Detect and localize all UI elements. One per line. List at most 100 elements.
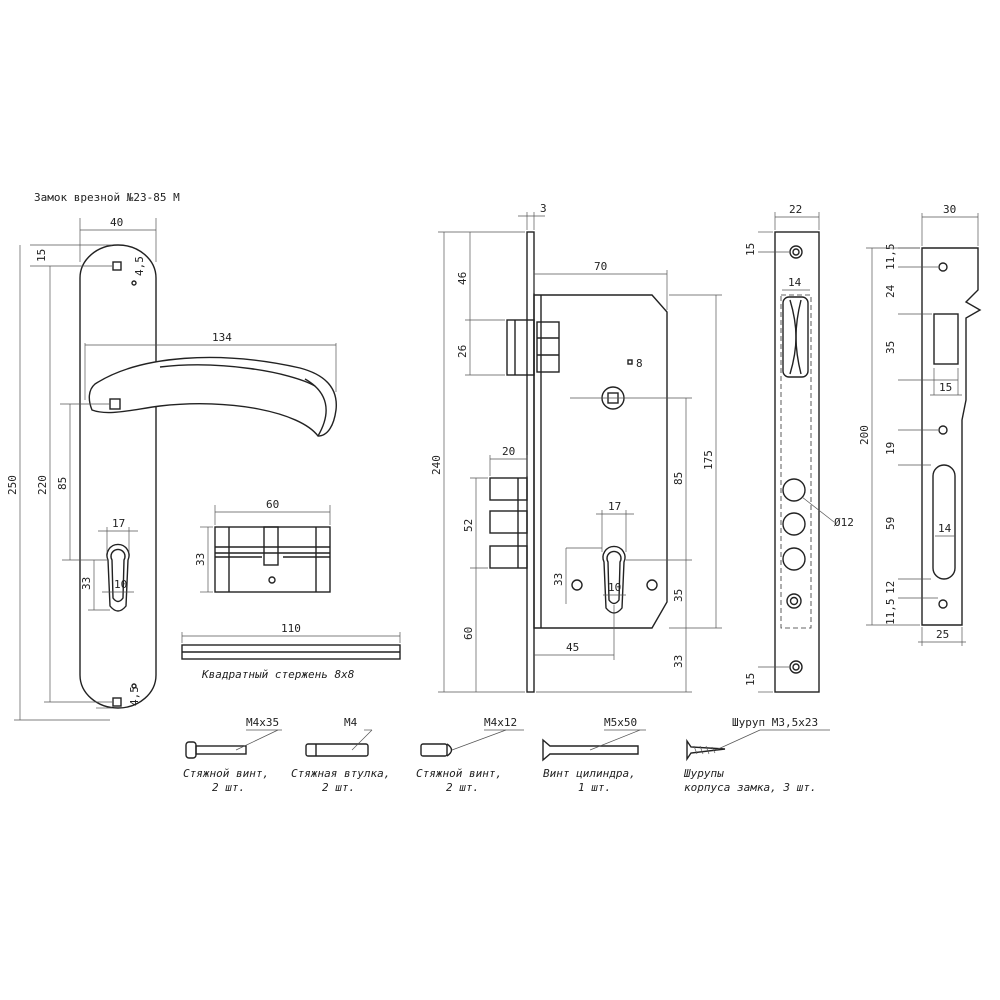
lock-dim-faceplate-thickness: 3 <box>540 202 547 215</box>
handle-dim-spindle-to-cylinder: 85 <box>56 477 69 490</box>
faceplate-inner-dashed <box>780 294 812 629</box>
hardware-item-sleeve-m4: М4 Стяжная втулка, 2 шт. <box>291 716 390 794</box>
faceplate-dim-inner-width: 14 <box>788 276 802 289</box>
strike-bolt-slot <box>932 464 956 580</box>
lock-dim-cylinder-to-bottom: 35 <box>672 589 685 602</box>
lock-dim-top-to-latch: 46 <box>456 272 469 285</box>
cylinder-screw-hole <box>268 576 276 584</box>
hardware-caption: Шурупы <box>683 767 724 780</box>
faceplate-bolt-hole-2 <box>782 512 806 536</box>
lock-dim-body-height: 175 <box>702 450 715 470</box>
handle-dim-square-top: 4,5 <box>133 256 146 276</box>
handle-dim-top-offset: 15 <box>35 249 48 262</box>
lock-dim-keyhole-offset: 33 <box>552 573 565 586</box>
hardware-count: корпуса замка, 3 шт. <box>684 781 816 794</box>
hardware-spec: М5х50 <box>604 716 637 729</box>
faceplate-dim-hole-diameter: Ø12 <box>834 516 854 529</box>
handle-backplate <box>79 244 157 709</box>
faceplate-dim-width: 22 <box>789 203 802 216</box>
hardware-spec: М4 <box>344 716 358 729</box>
faceplate-front-view: 22 15 14 Ø12 15 <box>744 203 854 693</box>
faceplate-dim-bottom-hole: 15 <box>744 673 757 686</box>
mortise-lock-body-view: 3 240 46 26 70 8 20 52 60 175 85 <box>430 202 722 693</box>
handle-top-screw-dot <box>131 280 137 286</box>
faceplate-top-screw <box>789 245 803 259</box>
strike-dim-slot-to-hole: 12 <box>884 581 897 594</box>
handle-top-screw-square <box>112 261 122 271</box>
lock-keyhole <box>602 545 626 614</box>
key-cylinder-view: 60 33 <box>194 498 331 593</box>
lock-dim-square-hole: 8 <box>636 357 643 370</box>
lock-dim-latch-height: 26 <box>456 345 469 358</box>
faceplate-latch-opening <box>782 296 809 378</box>
strike-latch-window <box>933 313 959 365</box>
handle-keyhole <box>106 543 130 612</box>
lock-dim-spindle-to-cylinder: 85 <box>672 472 685 485</box>
hardware-count: 2 шт. <box>446 781 479 794</box>
handle-dim-screw-spacing: 220 <box>36 475 49 495</box>
handle-bottom-screw-square <box>112 697 122 707</box>
lock-deadbolt-3 <box>489 545 528 569</box>
lock-dim-backset: 45 <box>566 641 579 654</box>
strike-dim-bottom-hole: 11,5 <box>884 599 897 626</box>
lock-faceplate <box>526 231 535 693</box>
handle-dim-square-bottom: 4,5 <box>128 686 141 706</box>
hardware-list: М4х35 Стяжной винт, 2 шт. М4 Стяжная вту… <box>183 716 830 794</box>
hardware-count: 2 шт. <box>322 781 355 794</box>
lock-dim-keyhole-slot: 10 <box>608 581 621 594</box>
lock-latch-bolt <box>506 319 535 376</box>
hardware-count: 2 шт. <box>212 781 245 794</box>
hardware-caption: Стяжной винт, <box>416 767 502 780</box>
handle-lever <box>88 356 337 437</box>
strike-dim-total-height: 200 <box>858 425 871 445</box>
lock-screw-hole-left <box>571 579 583 591</box>
hardware-spec: М4х12 <box>484 716 517 729</box>
handle-dim-total-height: 250 <box>6 475 19 495</box>
lock-case <box>533 294 668 629</box>
strike-dim-width: 30 <box>943 203 956 216</box>
hardware-caption: Стяжной винт, <box>183 767 269 780</box>
lock-square-marker <box>627 359 633 365</box>
lock-deadbolt-1 <box>489 477 528 501</box>
handle-dim-keyhole-slot: 10 <box>114 578 127 591</box>
handle-bottom-screw-dot <box>131 683 137 689</box>
strike-dim-slot-width: 14 <box>938 522 952 535</box>
hardware-item-screw-m4x35: М4х35 Стяжной винт, 2 шт. <box>183 716 279 794</box>
handle-lever-edge <box>159 364 316 387</box>
hardware-spec: Шуруп М3,5х23 <box>732 716 818 729</box>
lock-dim-bolt-length: 20 <box>502 445 515 458</box>
strike-dim-hole-to-window: 24 <box>884 284 897 298</box>
lock-dim-bolt-span: 52 <box>462 519 475 532</box>
strike-dim-window-height: 35 <box>884 341 897 354</box>
lock-dim-keyhole-width: 17 <box>608 500 621 513</box>
strike-middle-screw <box>938 425 948 435</box>
cylinder-dim-width: 60 <box>266 498 279 511</box>
strike-dim-top-hole: 11,5 <box>884 244 897 271</box>
lock-deadbolt-2 <box>489 510 528 534</box>
strike-plate-view: 30 11,5 24 35 15 200 19 59 14 12 11,5 25 <box>858 203 982 646</box>
handle-keyhole-inner <box>110 548 126 603</box>
faceplate-bottom-screw <box>789 660 803 674</box>
strike-dim-hole-to-slot: 19 <box>884 442 897 455</box>
faceplate-bolt-hole-3 <box>782 547 806 571</box>
strike-bottom-screw <box>938 599 948 609</box>
cylinder-dim-height: 33 <box>194 553 207 566</box>
handle-dim-plate-width: 40 <box>110 216 123 229</box>
handle-dim-keyhole-width: 17 <box>112 517 125 530</box>
lock-latch-housing <box>536 321 560 373</box>
lock-keyhole-inner <box>606 550 622 605</box>
hardware-caption: Стяжная втулка, <box>291 767 390 780</box>
faceplate-cylinder-screw <box>786 593 802 609</box>
lock-dim-total-height: 240 <box>430 455 443 475</box>
cylinder-cam <box>263 526 279 566</box>
lock-dim-bottom-section: 60 <box>462 627 475 640</box>
strike-dim-bottom-width: 25 <box>936 628 949 641</box>
square-spindle-view: 110 Квадратный стержень 8х8 <box>181 622 401 681</box>
lock-dim-bottom-margin: 33 <box>672 655 685 668</box>
handle-lever-tip <box>304 378 327 437</box>
strike-top-screw <box>938 262 948 272</box>
door-handle-view: 40 15 4,5 134 250 220 85 17 33 10 4,5 <box>6 216 337 721</box>
hardware-count: 1 шт. <box>578 781 611 794</box>
hardware-spec: М4х35 <box>246 716 279 729</box>
